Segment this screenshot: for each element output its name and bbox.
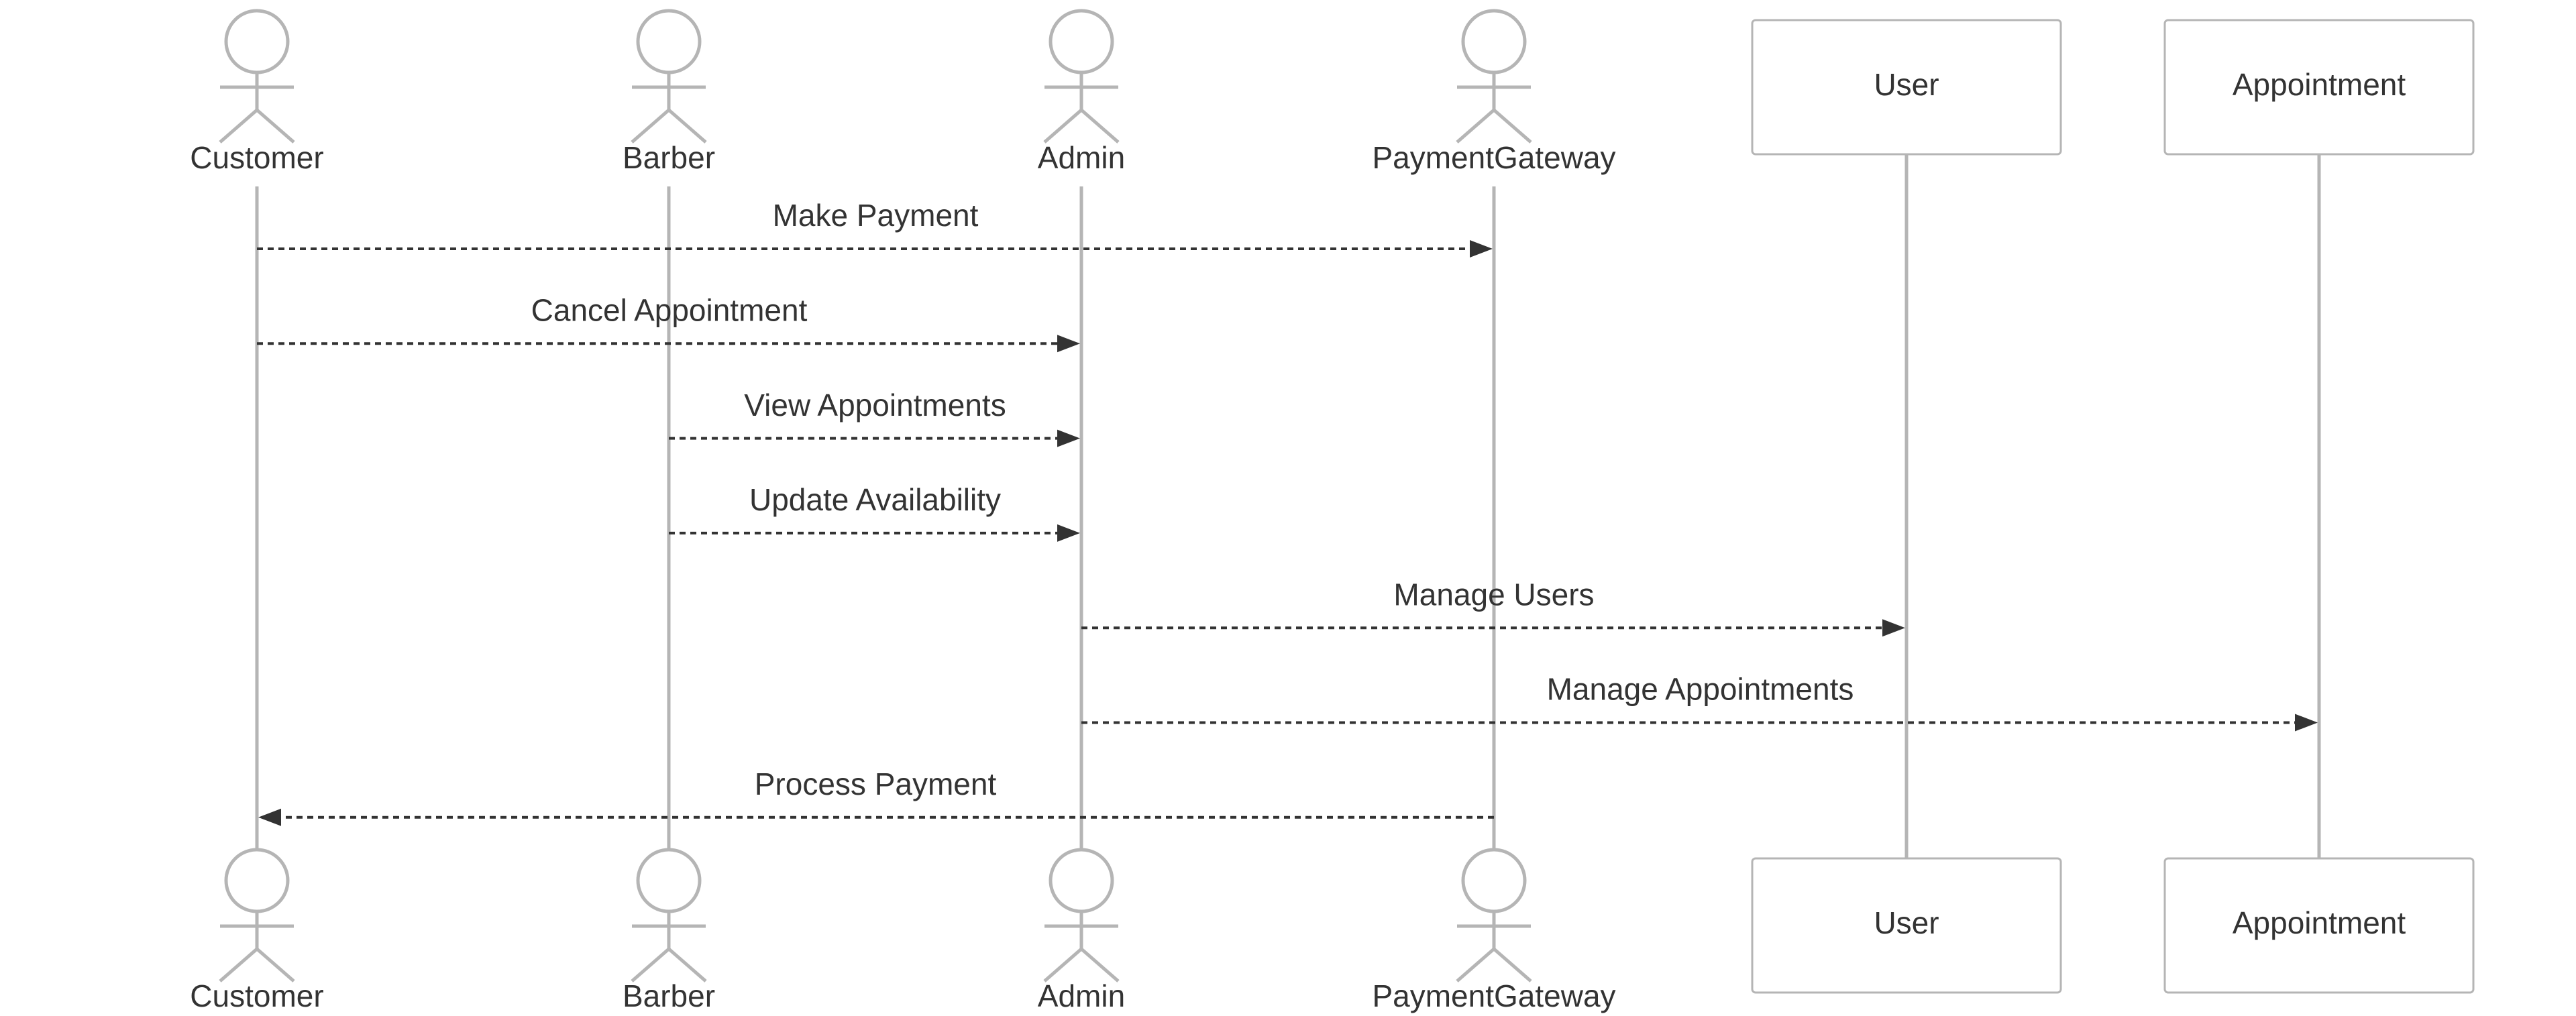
actor-head-icon — [636, 9, 702, 74]
actor-head-icon — [224, 9, 290, 74]
participant-label-admin-top: Admin — [1038, 140, 1125, 175]
actor-right-leg-icon — [256, 948, 295, 982]
actor-barber-top: Barber — [623, 9, 715, 175]
actor-right-leg-icon — [1080, 109, 1120, 144]
actor-right-leg-icon — [1080, 948, 1120, 982]
actor-head-icon — [636, 848, 702, 913]
actor-left-leg-icon — [219, 109, 258, 144]
participants-bottom: Customer Barber Admin PaymentGateway User App… — [190, 848, 2475, 1013]
arrowhead-icon — [258, 808, 281, 826]
actor-customer-top: Customer — [190, 9, 324, 175]
actor-left-leg-icon — [1456, 109, 1495, 144]
actor-left-leg-icon — [219, 948, 258, 982]
actor-head-icon — [224, 848, 290, 913]
actor-head-icon — [1049, 9, 1114, 74]
message-5: Manage Users — [1081, 577, 1905, 637]
participants-top: Customer Barber Admin PaymentGateway User App… — [190, 9, 2475, 175]
participant-box — [2163, 19, 2475, 156]
arrowhead-icon — [1882, 619, 1905, 637]
participant-label-user-top: User — [1874, 67, 1939, 102]
message-7: Process Payment — [258, 767, 1494, 826]
actor-head-icon — [1049, 848, 1114, 913]
actor-left-leg-icon — [1043, 109, 1083, 144]
message-label: Process Payment — [755, 767, 997, 801]
message-3: View Appointments — [669, 388, 1080, 447]
actor-paymentgateway-top: PaymentGateway — [1372, 9, 1616, 175]
actor-customer-bottom: Customer — [190, 848, 324, 1013]
actor-admin-bottom: Admin — [1038, 848, 1125, 1013]
lifelines — [255, 154, 2321, 858]
message-label: Manage Users — [1393, 577, 1594, 612]
participant-box — [1751, 19, 2062, 156]
message-label: View Appointments — [744, 388, 1006, 422]
actor-right-leg-icon — [1493, 109, 1532, 144]
message-label: Update Availability — [749, 482, 1001, 517]
participant-label-admin-bottom: Admin — [1038, 978, 1125, 1013]
participant-label-user-bottom: User — [1874, 905, 1939, 940]
participant-user-top: User — [1751, 19, 2062, 156]
participant-label-customer-top: Customer — [190, 140, 323, 175]
actor-right-leg-icon — [256, 109, 295, 144]
participant-appointment-bottom: Appointment — [2163, 857, 2475, 994]
actor-left-leg-icon — [1043, 948, 1083, 982]
actor-left-leg-icon — [631, 109, 670, 144]
arrowhead-icon — [1057, 335, 1080, 353]
participant-label-paymentgateway-bottom: PaymentGateway — [1372, 978, 1615, 1013]
message-label: Manage Appointments — [1547, 672, 1854, 707]
actor-paymentgateway-bottom: PaymentGateway — [1372, 848, 1616, 1013]
message-4: Update Availability — [669, 482, 1080, 542]
message-label: Cancel Appointment — [531, 292, 808, 327]
participant-label-customer-bottom: Customer — [190, 978, 323, 1013]
arrowhead-icon — [1057, 524, 1080, 542]
actor-barber-bottom: Barber — [623, 848, 715, 1013]
actor-head-icon — [1461, 9, 1527, 74]
message-6: Manage Appointments — [1081, 672, 2318, 732]
participant-appointment-top: Appointment — [2163, 19, 2475, 156]
participant-label-barber-bottom: Barber — [623, 978, 715, 1013]
actor-left-leg-icon — [1456, 948, 1495, 982]
participant-label-barber-top: Barber — [623, 140, 715, 175]
arrowhead-icon — [1057, 429, 1080, 447]
arrowhead-icon — [2295, 714, 2318, 732]
actor-right-leg-icon — [667, 948, 707, 982]
participant-box — [2163, 857, 2475, 994]
participant-label-paymentgateway-top: PaymentGateway — [1372, 140, 1615, 175]
actor-admin-top: Admin — [1038, 9, 1125, 175]
message-1: Make Payment — [257, 198, 1493, 258]
actor-right-leg-icon — [1493, 948, 1532, 982]
participant-box — [1751, 857, 2062, 994]
actor-left-leg-icon — [631, 948, 670, 982]
participant-label-appointment-top: Appointment — [2233, 67, 2406, 102]
actor-right-leg-icon — [667, 109, 707, 144]
message-label: Make Payment — [773, 198, 979, 233]
actor-head-icon — [1461, 848, 1527, 913]
participant-label-appointment-bottom: Appointment — [2233, 905, 2406, 940]
participant-user-bottom: User — [1751, 857, 2062, 994]
arrowhead-icon — [1470, 240, 1493, 258]
message-2: Cancel Appointment — [257, 292, 1080, 353]
